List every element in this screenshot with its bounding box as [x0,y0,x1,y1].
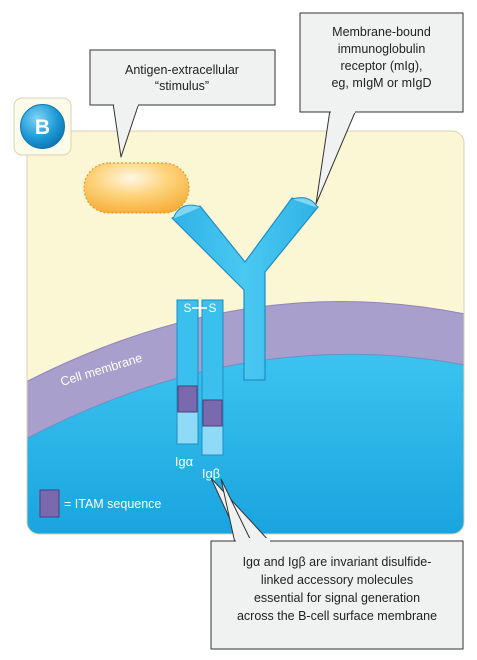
legend: = ITAM sequence [39,489,161,518]
receptor-y-shape [171,197,319,381]
accessory-callout-line-2: linked accessory molecules [261,573,413,587]
antigen-callout: Antigen-extracellular “stimulus” [89,49,276,158]
ig-alpha-chain [176,299,199,445]
accessory-callout: Igα and Igβ are invariant disulfide- lin… [210,477,464,650]
disulfide-label-right: S [208,301,216,315]
ig-beta-label: Igβ [202,466,220,481]
itam-box-alpha [177,385,198,413]
legend-text: = ITAM sequence [64,497,161,511]
antigen-callout-line-1: Antigen-extracellular [125,63,239,77]
ig-alpha-label: Igα [175,454,194,469]
accessory-callout-line-1: Igα and Igβ are invariant disulfide- [243,555,432,569]
receptor-callout-line-4: eg, mIgM or mIgD [331,76,431,90]
accessory-callout-line-4: across the B-cell surface membrane [237,609,437,623]
receptor-callout-line-3: receptor (mIg), [341,59,423,73]
receptor-callout: Membrane-bound immunoglobulin receptor (… [299,12,464,205]
cytoplasm [27,354,464,534]
itam-legend-swatch [39,489,60,518]
antigen-capsule [83,162,190,214]
disulfide-label-left: S [183,301,191,315]
diagram-panel [27,131,464,534]
receptor-callout-line-2: immunoglobulin [338,42,426,56]
badge-letter: B [35,116,50,139]
receptor-callout-line-1: Membrane-bound [332,25,431,39]
accessory-callout-line-3: essential for signal generation [254,591,420,605]
membrane-immunoglobulin-receptor [171,197,319,381]
antigen-callout-line-2: “stimulus” [155,79,209,93]
itam-box-beta [202,399,223,427]
ig-beta-chain [201,299,224,456]
panel-badge: B [13,97,72,156]
